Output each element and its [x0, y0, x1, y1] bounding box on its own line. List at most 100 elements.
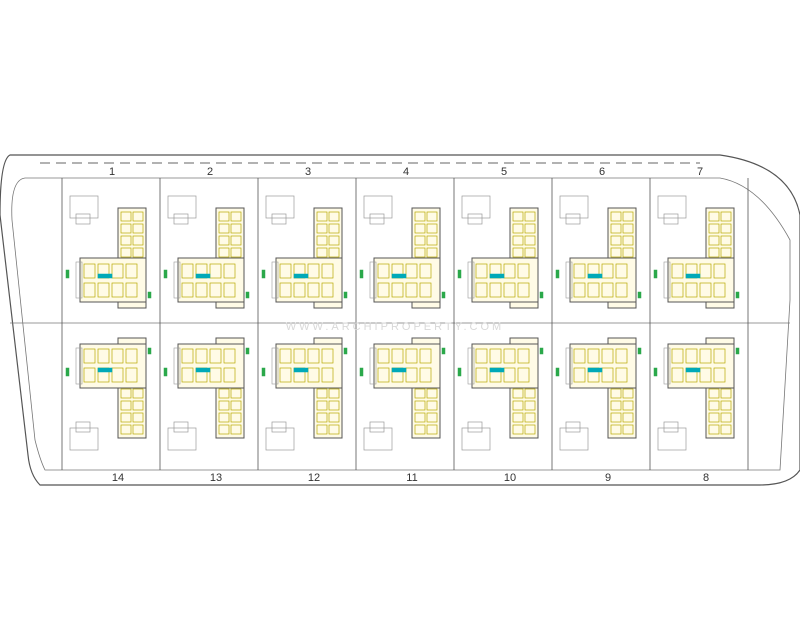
room-outline [293, 348, 306, 364]
room-outline [181, 367, 194, 383]
room-outline [426, 223, 438, 234]
planting-marker [245, 291, 250, 299]
pool-accent [685, 367, 701, 373]
room-outline [720, 223, 732, 234]
garden-outbuilding [363, 195, 393, 219]
pool-accent [195, 367, 211, 373]
room-outline [328, 412, 340, 423]
room-outline [426, 247, 438, 258]
room-outline [610, 235, 622, 246]
planting-marker [555, 269, 560, 279]
villa-cross-wing [373, 343, 441, 389]
villa-cross-wing [275, 257, 343, 303]
room-outline [610, 247, 622, 258]
villa-top-row [359, 195, 446, 309]
room-outline [426, 235, 438, 246]
room-outline [223, 282, 236, 298]
planting-marker [457, 269, 462, 279]
room-outline [671, 282, 684, 298]
room-outline [517, 263, 530, 279]
room-outline [279, 348, 292, 364]
planting-marker [539, 291, 544, 299]
room-outline [120, 235, 132, 246]
room-outline [279, 263, 292, 279]
lot-number-label: 14 [112, 472, 124, 484]
room-outline [685, 348, 698, 364]
room-outline [132, 388, 144, 399]
room-outline [426, 424, 438, 435]
garden-outbuilding [461, 195, 491, 219]
garden-outbuilding [461, 427, 491, 451]
room-outline [601, 348, 614, 364]
pool-accent [391, 273, 407, 279]
planting-marker [245, 347, 250, 355]
villa-bottom-row [457, 337, 544, 451]
villa-top-row [65, 195, 152, 309]
room-outline [615, 348, 628, 364]
room-outline [699, 282, 712, 298]
room-outline [503, 348, 516, 364]
room-outline [132, 211, 144, 222]
lot-number-label: 7 [697, 166, 703, 178]
villa-cross-wing [79, 257, 147, 303]
villa-cross-wing [373, 257, 441, 303]
room-outline [414, 412, 426, 423]
planting-marker [147, 347, 152, 355]
room-outline [573, 367, 586, 383]
room-outline [405, 263, 418, 279]
room-outline [120, 412, 132, 423]
room-outline [316, 424, 328, 435]
room-outline [279, 367, 292, 383]
room-outline [720, 400, 732, 411]
room-outline [503, 263, 516, 279]
room-outline [685, 282, 698, 298]
room-outline [223, 263, 236, 279]
planting-marker [261, 367, 266, 377]
room-outline [708, 424, 720, 435]
villa-cross-wing [471, 257, 539, 303]
villa-bottom-row [555, 337, 642, 451]
room-outline [316, 235, 328, 246]
room-outline [699, 263, 712, 279]
room-outline [230, 223, 242, 234]
room-outline [181, 263, 194, 279]
room-outline [426, 211, 438, 222]
room-outline [720, 211, 732, 222]
room-outline [307, 263, 320, 279]
room-outline [218, 388, 230, 399]
garden-outbuilding [75, 421, 91, 433]
pool-accent [293, 273, 309, 279]
room-outline [713, 282, 726, 298]
garden-outbuilding [663, 213, 679, 225]
room-outline [419, 263, 432, 279]
villa-cross-wing [667, 343, 735, 389]
room-outline [316, 223, 328, 234]
garden-outbuilding [657, 195, 687, 219]
room-outline [419, 282, 432, 298]
room-outline [524, 211, 536, 222]
lot-number-label: 2 [207, 166, 213, 178]
garden-outbuilding [69, 427, 99, 451]
garden-outbuilding [173, 213, 189, 225]
room-outline [405, 282, 418, 298]
room-outline [512, 400, 524, 411]
planting-marker [555, 367, 560, 377]
room-outline [622, 235, 634, 246]
room-outline [699, 367, 712, 383]
room-outline [120, 223, 132, 234]
room-outline [524, 412, 536, 423]
lots-layer [61, 178, 749, 470]
room-outline [321, 282, 334, 298]
planting-marker [653, 269, 658, 279]
terrace-strip [663, 347, 671, 385]
planting-marker [735, 347, 740, 355]
lot-number-label: 12 [308, 472, 320, 484]
room-outline [279, 282, 292, 298]
planting-marker [65, 269, 70, 279]
villa-bottom-row [359, 337, 446, 451]
room-outline [316, 400, 328, 411]
room-outline [218, 424, 230, 435]
room-outline [622, 223, 634, 234]
room-outline [475, 348, 488, 364]
lot-number-label: 11 [406, 472, 417, 484]
